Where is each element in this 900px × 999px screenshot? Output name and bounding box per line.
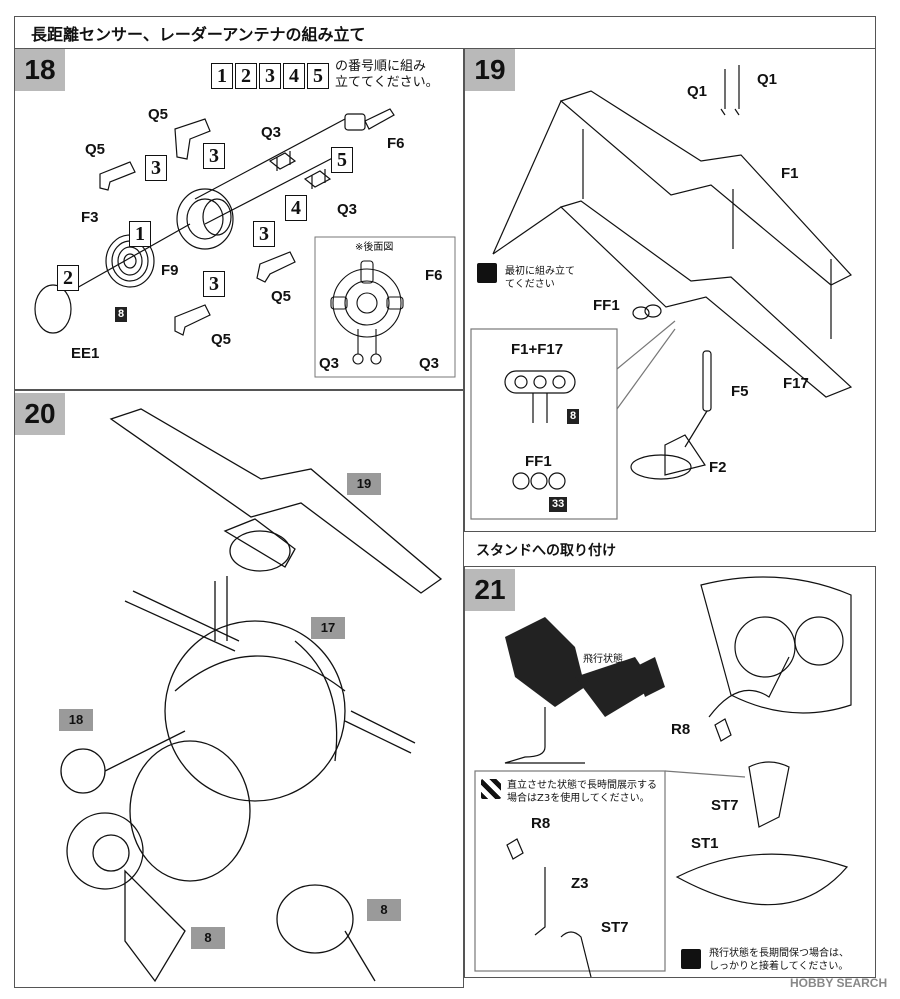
- ref-tag-19: 19: [347, 473, 381, 495]
- order-marker-4: 4: [285, 195, 307, 221]
- detail-ff1: FF1: [525, 453, 552, 470]
- label-q1-left: Q1: [687, 83, 708, 100]
- section-header: 長距離センサー、レーダーアンテナの組み立て: [14, 16, 876, 48]
- flight-label: 飛行状態: [583, 654, 623, 665]
- order-marker-3b: 3: [203, 143, 225, 169]
- label-q5-right: Q5: [271, 288, 292, 305]
- step-number-21: 21: [465, 569, 515, 611]
- rear-view-title: ※後面図: [355, 242, 394, 253]
- label-st7: ST7: [711, 797, 739, 814]
- flight-note-1: 飛行状態を長期間保つ場合は、: [709, 948, 849, 959]
- step-18-panel: 18 1 2 3 4 5 の番号順に組み 立ててください。: [14, 48, 464, 390]
- label-f5: F5: [731, 383, 749, 400]
- order-text-2: 立ててください。: [335, 75, 439, 90]
- step-21-panel: 21 飛行状態 R8 ST7: [464, 566, 876, 978]
- label-z3: Z3: [571, 875, 589, 892]
- order-marker-3d: 3: [203, 271, 225, 297]
- order-box-4: 4: [283, 63, 305, 89]
- rear-label-f6: F6: [425, 267, 443, 284]
- order-marker-1: 1: [129, 221, 151, 247]
- order-box-3: 3: [259, 63, 281, 89]
- label-q5-top: Q5: [148, 106, 169, 123]
- flight-note-2: しっかりと接着してください。: [709, 961, 849, 972]
- step-20-panel: 20 19 17: [14, 390, 464, 988]
- order-box-5: 5: [307, 63, 329, 89]
- step-number-18: 18: [15, 49, 65, 91]
- order-text-1: の番号順に組み: [335, 59, 427, 74]
- order-marker-3a: 3: [145, 155, 167, 181]
- order-marker-5: 5: [331, 147, 353, 173]
- step-number-19: 19: [465, 49, 515, 91]
- detail-chip-8: 8: [567, 409, 580, 424]
- label-st7-detail: ST7: [601, 919, 629, 936]
- rear-label-q3-left: Q3: [319, 355, 340, 372]
- label-f3: F3: [81, 209, 99, 226]
- step-20-drawing: [60, 408, 443, 983]
- upright-note-1: 直立させた状態で長時間展示する: [507, 780, 657, 791]
- label-f1: F1: [781, 165, 799, 182]
- order-box-2: 2: [235, 63, 257, 89]
- rear-label-q3-right: Q3: [419, 355, 440, 372]
- order-box-1: 1: [211, 63, 233, 89]
- step-19-note-2: てください: [505, 279, 555, 290]
- label-st1: ST1: [691, 835, 719, 852]
- step-number-20: 20: [15, 393, 65, 435]
- step-19-drawing: [470, 65, 853, 520]
- label-r8-detail: R8: [531, 815, 551, 832]
- upright-warning-icon: [481, 779, 501, 799]
- label-q3-top: Q3: [261, 124, 282, 141]
- stand-section-title: スタンドへの取り付け: [476, 543, 616, 559]
- section-title: 長距離センサー、レーダーアンテナの組み立て: [31, 25, 366, 44]
- label-f9: F9: [161, 262, 179, 279]
- label-f6: F6: [387, 135, 405, 152]
- glue-icon-flight: [681, 949, 701, 969]
- label-r8: R8: [671, 721, 691, 738]
- label-q5-left: Q5: [85, 141, 106, 158]
- label-ee1: EE1: [71, 345, 100, 362]
- step-19-panel: 19: [464, 48, 876, 532]
- label-q5-bottom: Q5: [211, 331, 232, 348]
- step-21-drawing: [474, 576, 852, 978]
- order-marker-2: 2: [57, 265, 79, 291]
- glue-icon: [477, 263, 497, 283]
- step-19-note-1: 最初に組み立て: [505, 266, 575, 277]
- detail-chip-33: 33: [549, 497, 568, 512]
- color-chip-8: 8: [115, 307, 128, 322]
- label-f17: F17: [783, 375, 809, 392]
- label-f2: F2: [709, 459, 727, 476]
- detail-title: F1+F17: [511, 341, 564, 358]
- ref-tag-8-left: 8: [191, 927, 225, 949]
- watermark: HOBBY SEARCH: [790, 976, 888, 990]
- ref-tag-17: 17: [311, 617, 345, 639]
- label-q3-right: Q3: [337, 201, 358, 218]
- ref-tag-18: 18: [59, 709, 93, 731]
- ref-tag-8-right: 8: [367, 899, 401, 921]
- label-q1-right: Q1: [757, 71, 778, 88]
- order-marker-3c: 3: [253, 221, 275, 247]
- label-ff1: FF1: [593, 297, 620, 314]
- upright-note-2: 場合はZ3を使用してください。: [507, 793, 650, 804]
- step-18-drawing: [34, 108, 456, 378]
